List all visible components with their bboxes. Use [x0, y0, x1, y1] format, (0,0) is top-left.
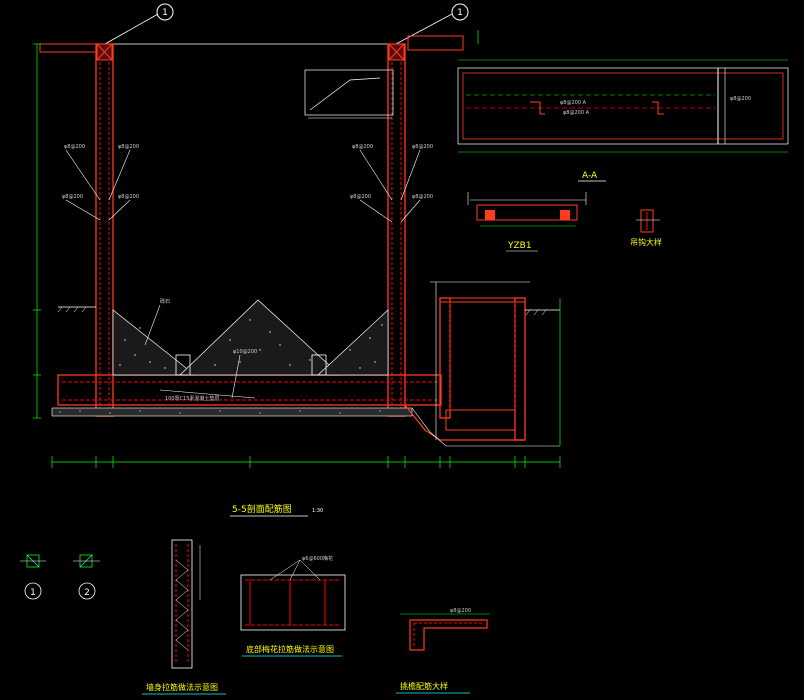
yzb1-label: YZB1: [507, 241, 532, 251]
eave-detail: φ8@200: [400, 608, 490, 651]
left-eave-beam: [39, 43, 99, 53]
svg-text:φ8@200: φ8@200: [62, 194, 83, 200]
axis-marker-right: 1: [395, 3, 469, 45]
svg-text:φ8@200 A: φ8@200 A: [560, 100, 587, 106]
detail-2: 2: [73, 554, 100, 600]
gravel-piles: [112, 299, 389, 376]
main-section: φ8@200 φ8@200 φ8@200 φ8@200 φ8@200 φ8@200 φ…: [39, 35, 560, 447]
svg-text:φ10@200: φ10@200: [233, 349, 257, 355]
axis-marker-left: 1: [104, 3, 174, 45]
caption-eave: 挑檐配筋大样: [400, 681, 448, 691]
wall-tie-detail: [171, 539, 201, 669]
plan-view: φ8@200 A φ8@200 A φ8@200: [457, 59, 789, 153]
svg-text:100厚C15素混凝土垫层: 100厚C15素混凝土垫层: [165, 395, 219, 402]
yzb1-detail: [467, 192, 587, 227]
svg-text:φ8@200: φ8@200: [350, 194, 371, 200]
svg-text:φ8@200: φ8@200: [412, 144, 433, 150]
caption-wall: 墙身拉筋做法示意图: [146, 682, 218, 692]
right-column: [387, 43, 406, 417]
main-section-scale: 1:30: [312, 508, 323, 514]
left-column: [95, 43, 114, 417]
section-aa-label: A-A: [582, 171, 598, 181]
svg-text:φ8@200: φ8@200: [352, 144, 373, 150]
detail-1: 1: [20, 554, 46, 600]
axis-marker-left-label: 1: [162, 8, 168, 18]
svg-text:φ8@200: φ8@200: [450, 608, 471, 614]
svg-text:φ8@200: φ8@200: [730, 96, 751, 102]
svg-text:φ8@200: φ8@200: [118, 194, 139, 200]
caption-bottom: 底部梅花拉筋做法示意图: [246, 644, 334, 654]
bubble-1-label: 1: [30, 588, 36, 598]
svg-text:φ8@200: φ8@200: [412, 194, 433, 200]
svg-text:φ8@200: φ8@200: [64, 144, 85, 150]
svg-text:φ8@200: φ8@200: [118, 144, 139, 150]
svg-text:φ6@600梅花: φ6@600梅花: [302, 555, 333, 562]
main-section-title: 5-5剖面配筋图: [232, 503, 292, 515]
bottom-tie-detail: φ6@600梅花: [240, 555, 346, 631]
hook-detail: [636, 209, 660, 233]
axis-marker-right-label: 1: [457, 8, 463, 18]
right-eave-beam: [407, 35, 464, 51]
bubble-2-label: 2: [84, 588, 90, 598]
svg-text:砾石: 砾石: [160, 298, 170, 305]
main-dimensions: [33, 30, 561, 468]
pit-wall-right: [514, 297, 526, 441]
svg-text:φ8@200 A: φ8@200 A: [563, 110, 590, 116]
hook-detail-label: 吊钩大样: [630, 237, 662, 247]
cushion-layer: [51, 407, 413, 417]
